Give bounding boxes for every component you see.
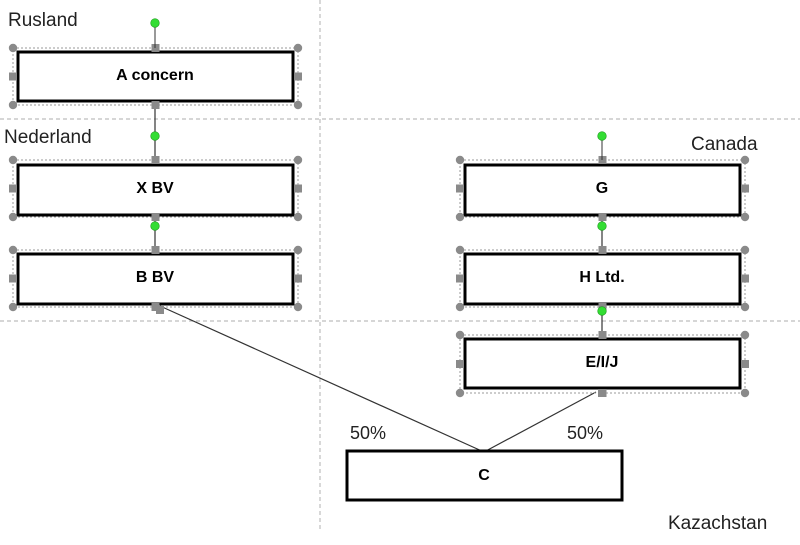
resize-handle-side-x-bv[interactable] bbox=[151, 213, 160, 221]
resize-handle-side-b-bv[interactable] bbox=[151, 246, 160, 254]
resize-handle-corner-g[interactable] bbox=[455, 212, 465, 222]
rotation-handle-b-bv[interactable] bbox=[150, 221, 160, 231]
resize-handle-side-x-bv[interactable] bbox=[9, 184, 17, 193]
rotation-handle-x-bv[interactable] bbox=[150, 131, 160, 141]
resize-handle-corner-a-concern[interactable] bbox=[8, 100, 18, 110]
resize-handle-corner-h-ltd[interactable] bbox=[740, 302, 750, 312]
entity-box-c[interactable]: C bbox=[345, 449, 624, 502]
connector-eij-to-c[interactable] bbox=[483, 391, 597, 453]
ownership-pct-left: 50% bbox=[350, 423, 386, 443]
region-label-canada: Canada bbox=[691, 134, 758, 155]
ownership-pct-right: 50% bbox=[567, 423, 603, 443]
resize-handle-corner-b-bv[interactable] bbox=[8, 245, 18, 255]
region-label-kazachstan: Kazachstan bbox=[668, 513, 767, 534]
resize-handle-side-a-concern[interactable] bbox=[294, 72, 302, 81]
resize-handle-corner-g[interactable] bbox=[740, 155, 750, 165]
rotation-handle-h-ltd[interactable] bbox=[597, 221, 607, 231]
resize-handle-side-b-bv[interactable] bbox=[9, 274, 17, 283]
resize-handle-side-a-concern[interactable] bbox=[9, 72, 17, 81]
resize-handle-corner-b-bv[interactable] bbox=[8, 302, 18, 312]
resize-handle-corner-g[interactable] bbox=[740, 212, 750, 222]
resize-handle-corner-a-concern[interactable] bbox=[293, 100, 303, 110]
resize-handle-corner-eij[interactable] bbox=[740, 330, 750, 340]
resize-handle-side-a-concern[interactable] bbox=[151, 101, 160, 109]
resize-handle-side-eij[interactable] bbox=[598, 331, 607, 339]
resize-handle-corner-b-bv[interactable] bbox=[293, 302, 303, 312]
resize-handle-side-eij[interactable] bbox=[456, 360, 464, 368]
region-label-rusland: Rusland bbox=[8, 10, 78, 31]
resize-handle-corner-g[interactable] bbox=[455, 155, 465, 165]
resize-handle-corner-b-bv[interactable] bbox=[293, 245, 303, 255]
rotation-handle-g[interactable] bbox=[597, 131, 607, 141]
connector-b-to-c[interactable] bbox=[159, 305, 485, 453]
entity-box-g[interactable]: G bbox=[459, 159, 746, 218]
rotation-handle-eij[interactable] bbox=[597, 306, 607, 316]
rotation-handle-a-concern[interactable] bbox=[150, 18, 160, 28]
resize-handle-side-b-bv[interactable] bbox=[151, 303, 160, 311]
region-label-nederland: Nederland bbox=[4, 127, 92, 148]
entity-label-g: G bbox=[596, 180, 608, 197]
resize-handle-side-g[interactable] bbox=[456, 184, 464, 193]
entity-label-b-bv: B BV bbox=[136, 269, 175, 286]
entity-box-h-ltd[interactable]: H Ltd. bbox=[459, 249, 746, 308]
resize-handle-side-g[interactable] bbox=[741, 184, 749, 193]
entity-label-x-bv: X BV bbox=[136, 180, 174, 197]
resize-handle-side-h-ltd[interactable] bbox=[456, 274, 464, 283]
entity-label-c: C bbox=[478, 467, 490, 484]
resize-handle-corner-h-ltd[interactable] bbox=[455, 245, 465, 255]
resize-handle-side-h-ltd[interactable] bbox=[741, 274, 749, 283]
resize-handle-corner-x-bv[interactable] bbox=[293, 212, 303, 222]
resize-handle-corner-x-bv[interactable] bbox=[8, 155, 18, 165]
entity-box-b-bv[interactable]: B BV bbox=[12, 249, 299, 308]
resize-handle-corner-a-concern[interactable] bbox=[293, 43, 303, 53]
resize-handle-side-g[interactable] bbox=[598, 213, 607, 221]
resize-handle-corner-h-ltd[interactable] bbox=[740, 245, 750, 255]
resize-handle-corner-eij[interactable] bbox=[455, 330, 465, 340]
resize-handle-corner-h-ltd[interactable] bbox=[455, 302, 465, 312]
resize-handle-side-h-ltd[interactable] bbox=[598, 246, 607, 254]
entity-label-h-ltd: H Ltd. bbox=[579, 269, 624, 286]
resize-handle-side-b-bv[interactable] bbox=[294, 274, 302, 283]
resize-handle-side-eij[interactable] bbox=[741, 360, 749, 368]
connector-endpoint-handle[interactable] bbox=[156, 306, 164, 314]
entity-box-a-concern[interactable]: A concern bbox=[12, 47, 299, 106]
resize-handle-corner-a-concern[interactable] bbox=[8, 43, 18, 53]
entity-label-a-concern: A concern bbox=[116, 67, 194, 84]
resize-handle-corner-x-bv[interactable] bbox=[293, 155, 303, 165]
resize-handle-side-x-bv[interactable] bbox=[294, 184, 302, 193]
selection-handles[interactable] bbox=[8, 18, 750, 398]
entity-label-eij: E/I/J bbox=[586, 354, 619, 371]
resize-handle-corner-eij[interactable] bbox=[455, 388, 465, 398]
resize-handle-corner-x-bv[interactable] bbox=[8, 212, 18, 222]
entity-box-x-bv[interactable]: X BV bbox=[12, 159, 299, 218]
resize-handle-corner-eij[interactable] bbox=[740, 388, 750, 398]
entity-box-eij[interactable]: E/I/J bbox=[459, 334, 746, 394]
connector-endpoint-handle[interactable] bbox=[598, 389, 606, 397]
resize-handle-side-x-bv[interactable] bbox=[151, 156, 160, 164]
